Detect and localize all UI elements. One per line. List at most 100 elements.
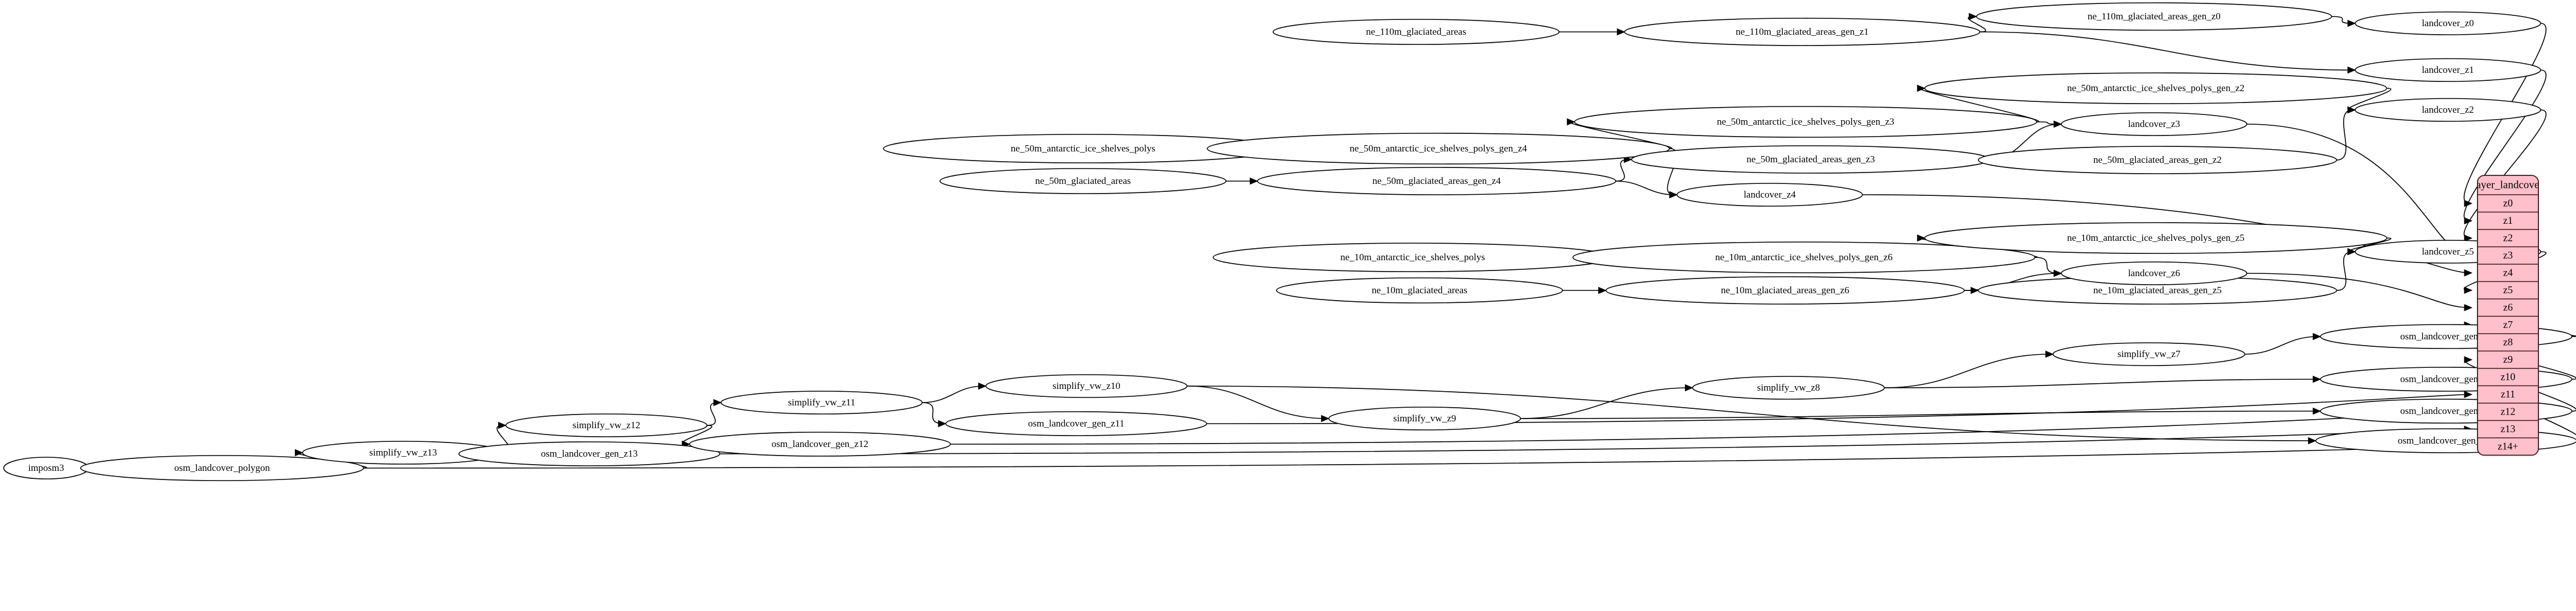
graph-node[interactable]: landcover_z6 — [2061, 261, 2247, 285]
node-shape — [505, 413, 708, 437]
graph-node[interactable]: landcover_z2 — [2355, 98, 2541, 122]
node-shape — [1976, 2, 2332, 31]
node-label: ne_50m_antarctic_ice_shelves_polys_gen_z… — [1349, 143, 1527, 154]
graph-node[interactable]: simplify_vw_z13 — [302, 441, 504, 465]
edge-arrowhead — [2464, 356, 2473, 364]
node-label: ne_10m_glaciated_areas_gen_z6 — [1721, 285, 1849, 296]
graph-node[interactable]: simplify_vw_z12 — [505, 413, 708, 437]
table-row[interactable] — [2477, 385, 2538, 404]
edge-arrowhead — [2053, 120, 2062, 128]
table-row[interactable] — [2477, 437, 2538, 456]
edge — [1520, 411, 2319, 419]
node-label: simplify_vw_z8 — [1757, 382, 1820, 393]
node-shape — [985, 374, 1188, 398]
table-row-label: z2 — [2503, 232, 2513, 243]
node-label: landcover_z6 — [2128, 268, 2180, 278]
table-row[interactable] — [2477, 403, 2538, 421]
table-row[interactable] — [2477, 298, 2538, 317]
graph-node[interactable]: ne_110m_glaciated_areas_gen_z0 — [1976, 2, 2332, 31]
node-shape — [1207, 133, 1670, 165]
graph-node[interactable]: simplify_vw_z11 — [720, 391, 923, 415]
graph-node[interactable]: ne_50m_antarctic_ice_shelves_polys — [883, 134, 1283, 163]
graph-node[interactable]: ne_10m_glaciated_areas_gen_z6 — [1605, 276, 1965, 305]
edge — [2463, 109, 2546, 239]
graph-node[interactable]: ne_50m_glaciated_areas_gen_z3 — [1631, 145, 1991, 174]
graph-node[interactable]: osm_landcover_gen_z13 — [458, 441, 720, 466]
node-shape — [1676, 183, 1863, 207]
node-label: osm_landcover_polygon — [174, 462, 270, 473]
graph-node[interactable]: ne_10m_antarctic_ice_shelves_polys — [1212, 243, 1613, 272]
graph-node[interactable]: simplify_vw_z8 — [1692, 376, 1885, 400]
graph-node[interactable]: simplify_vw_z9 — [1328, 407, 1521, 430]
table-row-label: z5 — [2503, 284, 2513, 296]
edge — [2036, 121, 2060, 125]
node-shape — [1605, 276, 1965, 305]
node-shape — [1273, 19, 1560, 45]
table-row-label: z6 — [2503, 301, 2513, 313]
graph-node[interactable]: ne_10m_glaciated_areas — [1276, 277, 1563, 304]
graph-node[interactable]: osm_landcover_gen_z12 — [689, 432, 951, 457]
graph-node[interactable]: osm_landcover_polygon — [80, 455, 364, 481]
graph-node[interactable]: ne_50m_antarctic_ice_shelves_polys_gen_z… — [1207, 133, 1670, 165]
graph-node[interactable]: osm_landcover_gen_z11 — [945, 411, 1207, 436]
table-row[interactable] — [2477, 281, 2538, 300]
edge — [2336, 109, 2353, 161]
graph-node[interactable]: ne_10m_glaciated_areas_gen_z5 — [1978, 276, 2337, 305]
node-shape — [2355, 58, 2541, 82]
edge-arrowhead — [2045, 350, 2054, 358]
edge-arrowhead — [2464, 234, 2473, 242]
node-label: landcover_z0 — [2422, 18, 2474, 28]
layer-landcover-table: layer_landcoverz0z1z2z3z4z5z6z7z8z9z10z1… — [2477, 175, 2539, 456]
node-label: osm_landcover_gen_z12 — [772, 438, 868, 449]
graph-node[interactable]: ne_110m_glaciated_areas_gen_z1 — [1624, 18, 1980, 46]
graph-node[interactable]: ne_50m_glaciated_areas_gen_z4 — [1257, 167, 1617, 195]
graph-node[interactable]: ne_50m_antarctic_ice_shelves_polys_gen_z… — [1574, 106, 2037, 138]
edge — [1884, 379, 2319, 388]
node-shape — [1924, 222, 2388, 254]
edge-arrowhead — [2312, 407, 2321, 415]
graph-node[interactable]: ne_10m_antarctic_ice_shelves_polys_gen_z… — [1572, 241, 2036, 273]
graph-node[interactable]: landcover_z0 — [2355, 11, 2541, 35]
nodes-layer: imposm3 osm_landcover_polygon simplify_vw_… — [3, 2, 2576, 481]
edge — [1615, 181, 1675, 195]
edge-arrowhead — [2053, 269, 2062, 277]
graph-node[interactable]: landcover_z3 — [2061, 112, 2247, 136]
edge — [2463, 69, 2546, 222]
node-label: simplify_vw_z12 — [573, 420, 641, 430]
node-label: landcover_z4 — [1744, 189, 1796, 200]
graph-node[interactable]: ne_10m_antarctic_ice_shelves_polys_gen_z… — [1924, 222, 2388, 254]
edge — [1919, 88, 2040, 122]
graph-node[interactable]: landcover_z1 — [2355, 58, 2541, 82]
table-row[interactable] — [2477, 350, 2538, 369]
node-label: ne_110m_glaciated_areas_gen_z0 — [2087, 11, 2221, 22]
edge — [1979, 31, 2353, 71]
node-label: osm_landcover_gen_z11 — [1028, 418, 1124, 429]
node-shape — [458, 441, 720, 466]
table-outline — [2477, 175, 2539, 456]
graph-node[interactable]: imposm3 — [3, 457, 89, 479]
graph-node[interactable]: ne_50m_glaciated_areas_gen_z2 — [1978, 146, 2337, 174]
graph-node[interactable]: ne_50m_antarctic_ice_shelves_polys_gen_z… — [1924, 72, 2388, 104]
edge-arrowhead — [713, 399, 722, 407]
edge — [1207, 393, 2470, 424]
graph-node[interactable]: landcover_z4 — [1676, 183, 1863, 207]
table-row-label: z14+ — [2497, 440, 2518, 452]
edge — [720, 428, 2470, 454]
node-shape — [945, 411, 1207, 436]
graph-node[interactable]: simplify_vw_z10 — [985, 374, 1188, 398]
table-row-label: z1 — [2503, 215, 2513, 226]
node-label: osm_landcover_gen_z13 — [541, 448, 638, 459]
table-row-label: z0 — [2503, 197, 2513, 208]
node-shape — [689, 432, 951, 457]
graph-node[interactable]: ne_50m_glaciated_areas — [940, 168, 1227, 194]
table-row[interactable] — [2477, 333, 2538, 352]
table-row-label: z12 — [2501, 405, 2516, 417]
node-label: ne_10m_antarctic_ice_shelves_polys — [1340, 252, 1485, 263]
graph-node[interactable]: ne_110m_glaciated_areas — [1273, 19, 1560, 45]
graph-node[interactable]: simplify_vw_z7 — [2052, 342, 2246, 366]
table-row-label: z8 — [2503, 336, 2513, 347]
node-shape — [2061, 112, 2247, 136]
edge — [1615, 159, 1630, 182]
node-label: imposm3 — [28, 462, 64, 473]
